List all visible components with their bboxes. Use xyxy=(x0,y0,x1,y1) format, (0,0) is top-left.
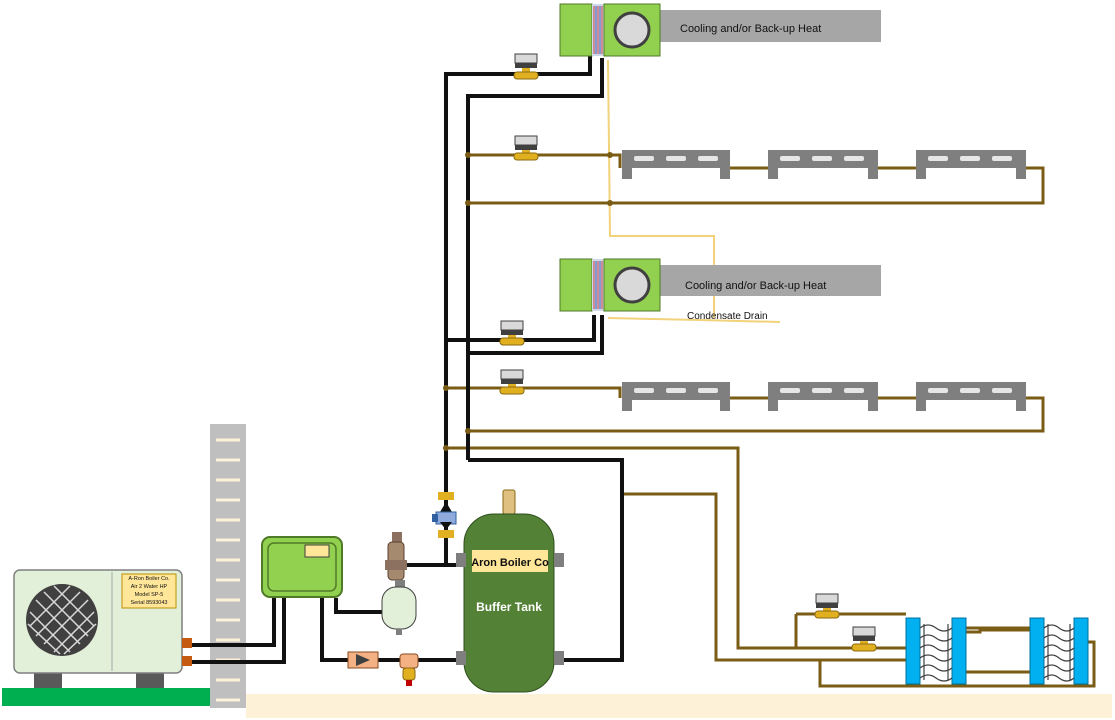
baseboard-row-1 xyxy=(622,150,1026,179)
fan-coil-mid-label: Cooling and/or Back-up Heat xyxy=(685,280,826,292)
check-valve xyxy=(347,651,379,669)
plate-line-1: A-Ron Boiler Co. xyxy=(128,576,170,582)
ground-pad xyxy=(2,688,210,706)
zone-valve xyxy=(851,626,877,652)
plate-line-2: Air 2 Water HP xyxy=(131,584,168,590)
baseboard-radiator xyxy=(768,150,878,179)
zone-valve xyxy=(499,320,525,346)
expansion-tank xyxy=(381,580,417,635)
baseboard-radiator xyxy=(916,150,1026,179)
tank-name-label: Buffer Tank xyxy=(476,600,542,614)
plate-line-4: Serial 8593043 xyxy=(130,600,167,606)
tank-brand-label: Aron Boiler Co xyxy=(471,557,549,569)
panel-radiator xyxy=(1029,617,1089,685)
heat-pump-unit: A-Ron Boiler Co. Air 2 Water HP Model SP… xyxy=(13,569,192,688)
fan-coil-top-label: Cooling and/or Back-up Heat xyxy=(680,23,821,35)
zone-valve xyxy=(513,135,539,161)
zone-valve xyxy=(513,53,539,80)
mixing-valve xyxy=(432,492,457,538)
zone-valve xyxy=(814,593,840,619)
fan-coil-middle: Cooling and/or Back-up Heat xyxy=(559,258,881,312)
condensate-drain-label: Condensate Drain xyxy=(687,311,768,322)
baseboard-radiator xyxy=(768,382,878,411)
baseboard-radiator xyxy=(622,382,730,411)
pipe-tees xyxy=(443,152,613,451)
baseboard-radiator xyxy=(916,382,1026,411)
dirt-separator xyxy=(399,653,419,686)
fan-coil-top: Cooling and/or Back-up Heat xyxy=(559,3,881,57)
floor-slab xyxy=(246,694,1112,718)
exterior-wall xyxy=(210,424,246,708)
panel-radiator xyxy=(905,617,967,685)
buffer-tank: Aron Boiler Co Buffer Tank xyxy=(456,489,564,693)
controller-box xyxy=(261,536,343,598)
zone-valve xyxy=(499,369,525,395)
baseboard-radiator xyxy=(622,150,730,179)
air-separator xyxy=(385,532,407,581)
baseboard-row-2 xyxy=(622,382,1026,411)
plate-line-3: Model SP-5 xyxy=(135,592,164,598)
